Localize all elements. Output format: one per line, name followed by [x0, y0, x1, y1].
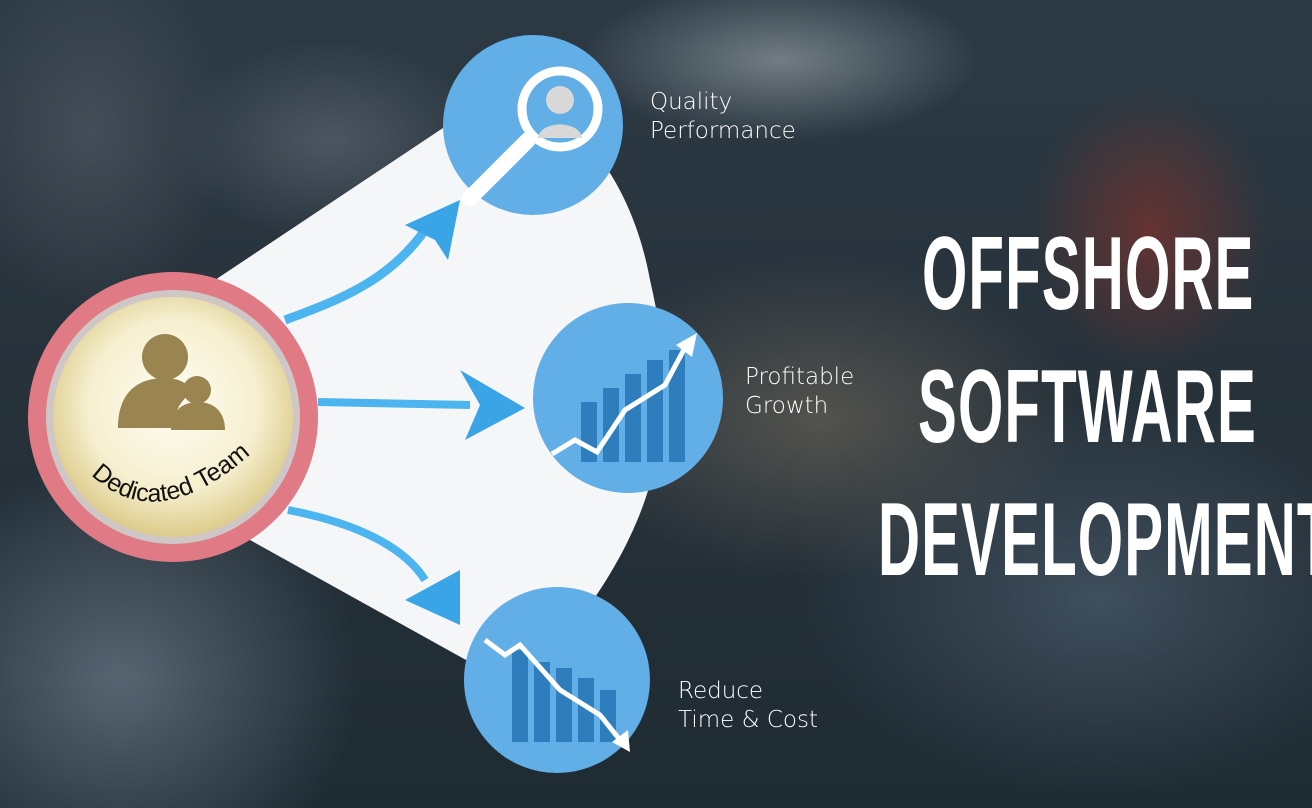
profitable-growth-label: Profitable Growth	[745, 363, 854, 421]
arrow-to-quality	[283, 200, 460, 325]
arrow-to-reduce	[287, 506, 460, 625]
reduce-time-cost-label: Reduce Time & Cost	[678, 677, 818, 735]
label-line: Reduce	[678, 678, 764, 704]
team-icon	[118, 334, 225, 430]
fan-shape	[200, 104, 664, 691]
arrow-to-growth	[317, 370, 525, 440]
growth-chart-icon	[550, 333, 697, 462]
headline-line-2: SOFTWARE	[918, 349, 1257, 465]
growth-circle	[533, 303, 723, 493]
label-line: Quality	[650, 89, 733, 115]
headline-line-3: DEVELOPMENT	[878, 482, 1312, 598]
magnifier-person-icon	[462, 66, 603, 206]
label-line: Time & Cost	[678, 707, 818, 733]
label-line: Growth	[745, 393, 829, 419]
label-line: Performance	[650, 118, 796, 144]
quality-circle	[443, 35, 623, 215]
headline-line-1: OFFSHORE	[922, 216, 1255, 332]
reduce-circle	[464, 587, 650, 773]
label-line: Profitable	[745, 364, 855, 390]
quality-performance-label: Quality Performance	[650, 88, 796, 146]
decline-chart-icon	[483, 638, 630, 752]
dedicated-team-badge	[28, 272, 318, 562]
